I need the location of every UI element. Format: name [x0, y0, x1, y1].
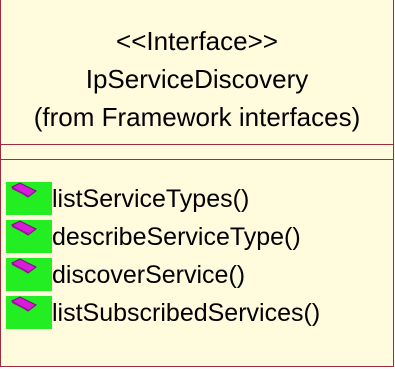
operation-marker	[6, 258, 52, 291]
public-operation-icon	[11, 182, 37, 198]
operation-marker	[6, 296, 52, 329]
operation-item[interactable]: describeServiceType()	[6, 218, 320, 256]
public-operation-icon	[11, 258, 37, 274]
operations-compartment: listServiceTypes() describeServiceType()…	[6, 180, 320, 332]
class-name: IpServiceDiscovery	[85, 64, 309, 94]
package-note: (from Framework interfaces)	[33, 102, 361, 132]
operation-item[interactable]: listSubscribedServices()	[6, 294, 320, 332]
operation-label: discoverService()	[52, 261, 246, 289]
operations-compartment-divider	[1, 159, 393, 160]
stereotype-label: <<Interface>>	[116, 26, 278, 56]
operation-label: listSubscribedServices()	[52, 299, 321, 327]
operation-marker	[6, 182, 52, 215]
attributes-compartment-divider	[1, 144, 393, 145]
name-compartment: <<Interface>> IpServiceDiscovery (from F…	[1, 22, 393, 136]
operation-label: describeServiceType()	[52, 223, 301, 251]
operation-label: listServiceTypes()	[52, 185, 250, 213]
public-operation-icon	[11, 220, 37, 236]
public-operation-icon	[11, 296, 37, 312]
operation-item[interactable]: discoverService()	[6, 256, 320, 294]
operation-item[interactable]: listServiceTypes()	[6, 180, 320, 218]
operation-marker	[6, 220, 52, 253]
